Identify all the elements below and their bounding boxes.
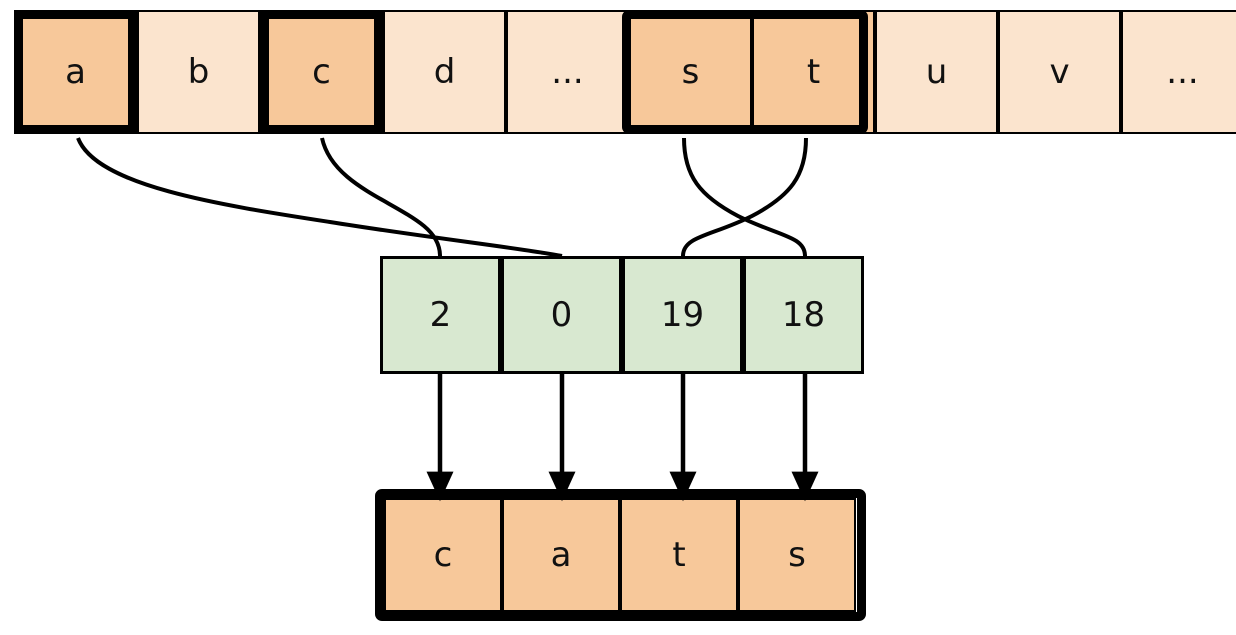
alphabet-cell-ellipsis-4[interactable]: ...: [506, 10, 629, 134]
curve-s-to-18: [682, 137, 807, 257]
alphabet-cell-d[interactable]: d: [383, 10, 506, 134]
alphabet-cell-s[interactable]: s: [629, 10, 752, 134]
alphabet-cell-ellipsis-9[interactable]: ...: [1121, 10, 1236, 134]
alphabet-cell-u[interactable]: u: [875, 10, 998, 134]
index-cell-19[interactable]: 19: [622, 256, 743, 374]
alphabet-cell-t[interactable]: t: [752, 10, 875, 134]
index-cell-0[interactable]: 0: [501, 256, 622, 374]
result-cell-a[interactable]: a: [502, 498, 620, 612]
result-cell-c[interactable]: c: [384, 498, 502, 612]
curve-a-to-0: [76, 137, 563, 258]
alphabet-cell-a[interactable]: a: [14, 10, 137, 134]
curve-t-to-19: [681, 137, 808, 257]
curve-c-to-2: [320, 137, 442, 257]
alphabet-cell-c[interactable]: c: [260, 10, 383, 134]
result-cell-s[interactable]: s: [738, 498, 856, 612]
alphabet-cell-v[interactable]: v: [998, 10, 1121, 134]
index-cell-2[interactable]: 2: [380, 256, 501, 374]
result-cell-t[interactable]: t: [620, 498, 738, 612]
index-cell-18[interactable]: 18: [743, 256, 864, 374]
alphabet-cell-b[interactable]: b: [137, 10, 260, 134]
